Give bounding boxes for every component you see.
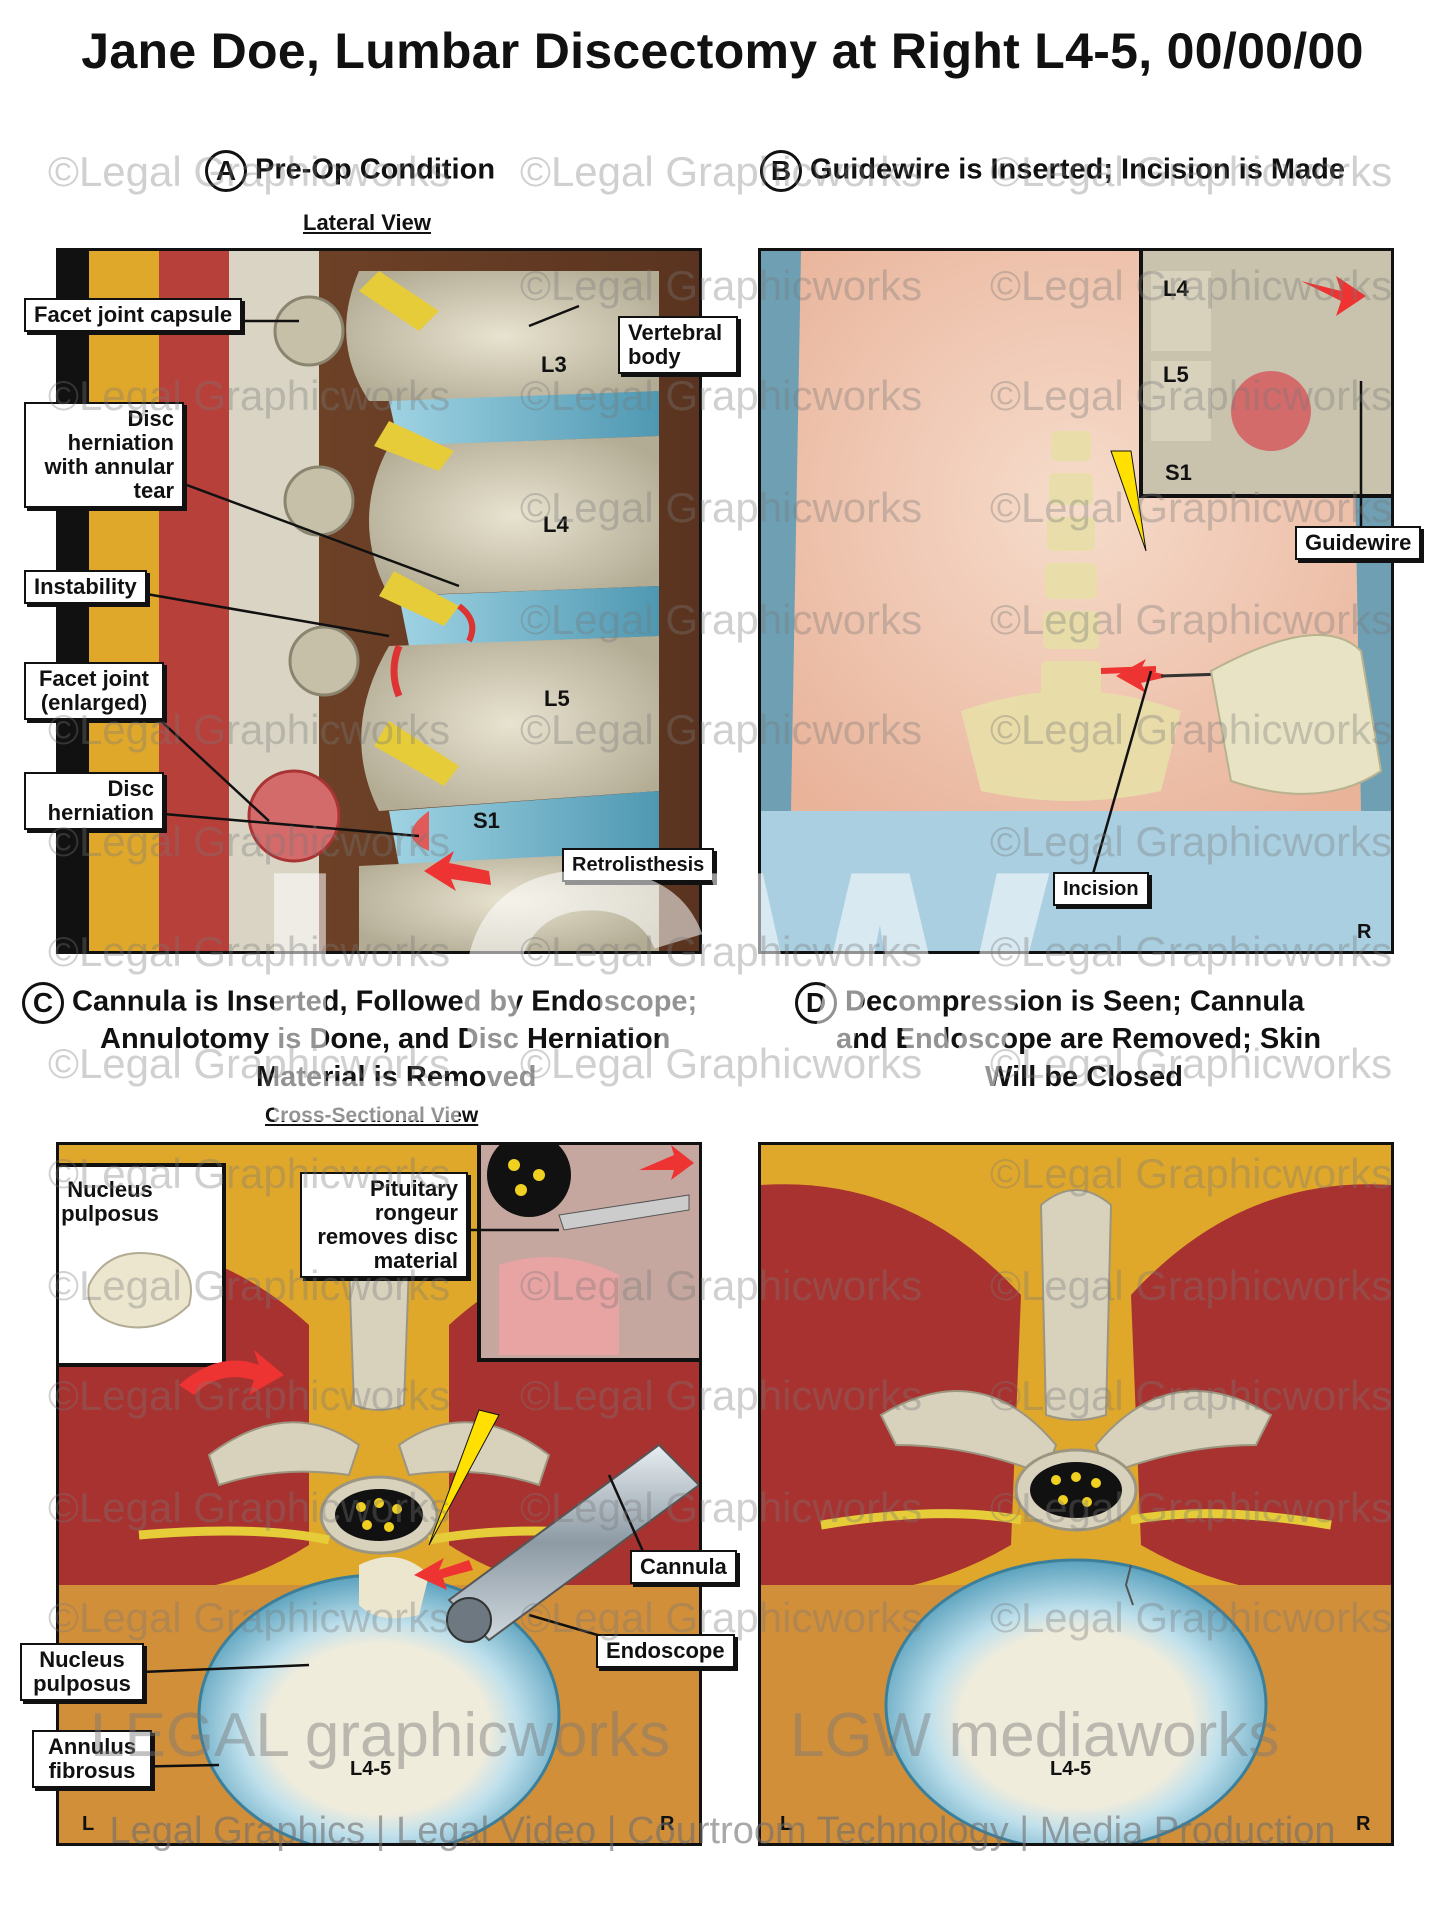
inset-pointer xyxy=(428,1409,500,1546)
retrolisthesis-arrow xyxy=(424,851,491,891)
muscle-right xyxy=(1131,1184,1391,1594)
panel-a-subheading: Lateral View xyxy=(303,210,431,235)
callout-rongeur: Pituitary rongeur removes disc material xyxy=(300,1172,468,1278)
callout-disc-herniation-annular: Disc herniation with annular tear xyxy=(24,402,184,508)
herniation-fragment xyxy=(359,1557,429,1619)
vertebra-l4 xyxy=(369,436,659,596)
panel-d-level: L4-5 xyxy=(1050,1758,1092,1780)
callout-disc-herniation: Disc herniation xyxy=(24,772,164,830)
annulotomy-site xyxy=(1124,1564,1134,1606)
brand-watermark-right: LGW mediaworks xyxy=(790,1701,1280,1770)
vertebra-cross-section xyxy=(207,1244,551,1555)
removal-arrow xyxy=(179,1350,284,1395)
panel-b-letter: B xyxy=(760,150,802,192)
panel-d-corner-l: L xyxy=(780,1813,793,1835)
callout-retrolisthesis: Retrolisthesis xyxy=(562,848,715,882)
panel-d-corner-r: R xyxy=(1356,1813,1371,1835)
inset-level-l4: L4 xyxy=(1163,276,1189,301)
disc-l5-s1 xyxy=(389,791,659,866)
page-title: Jane Doe, Lumbar Discectomy at Right L4-… xyxy=(81,23,1364,79)
inset-pointer xyxy=(1110,450,1147,552)
callout-nucleus: Nucleus pulposus xyxy=(20,1643,144,1701)
panel-c-subheading: Cross-Sectional View xyxy=(265,1104,479,1127)
inset-level-s1: S1 xyxy=(1165,460,1192,485)
panel-a-letter: A xyxy=(205,150,247,192)
cannula xyxy=(446,1443,699,1643)
nerve-roots xyxy=(820,1509,1332,1530)
nerve-roots xyxy=(359,271,459,786)
rongeur-inset xyxy=(477,1145,699,1362)
panel-b-illustration xyxy=(758,248,1394,954)
level-label-s1: S1 xyxy=(473,808,500,833)
panel-d-heading-3: Will be Closed xyxy=(985,1061,1183,1093)
spine-overlay xyxy=(961,431,1181,801)
level-label-l5: L5 xyxy=(544,686,570,711)
disc-l3-l4 xyxy=(389,391,659,446)
endoscope-arrow xyxy=(414,1558,473,1590)
panel-c-letter: C xyxy=(22,982,64,1024)
callout-guidewire: Guidewire xyxy=(1295,526,1422,560)
panel-c-level: L4-5 xyxy=(350,1758,392,1780)
muscle-left xyxy=(761,1184,1021,1594)
footer-services: Legal Graphics | Legal Video | Courtroom… xyxy=(109,1810,1336,1852)
facet-joints xyxy=(247,295,360,863)
callout-annulus: Annulus fibrosus xyxy=(32,1730,152,1788)
level-label-l4: L4 xyxy=(543,512,569,537)
panel-b-corner-r: R xyxy=(1357,921,1372,943)
panel-d-letter: D xyxy=(795,982,837,1024)
panel-a-illustration xyxy=(56,248,702,954)
disc-l4-l5 xyxy=(399,586,659,646)
gloved-hand xyxy=(1209,634,1383,795)
panel-c-heading-2: Annulotomy is Done, and Disc Herniation xyxy=(100,1023,671,1055)
callout-endoscope: Endoscope xyxy=(596,1634,735,1668)
herniation-bulge xyxy=(411,811,429,851)
callout-instability: Instability xyxy=(24,570,147,604)
panel-c-corner-r: R xyxy=(660,1813,675,1835)
disc-cross-section xyxy=(884,1558,1268,1843)
vertebra-cross-section xyxy=(879,1189,1273,1532)
callout-incision: Incision xyxy=(1053,872,1149,906)
callout-vertebral-body: Vertebral body xyxy=(618,316,738,374)
inset-box xyxy=(1139,251,1391,498)
panel-c-corner-l: L xyxy=(82,1813,95,1835)
callout-cannula: Cannula xyxy=(630,1550,737,1584)
nucleus-inset xyxy=(59,1163,226,1367)
annular-tear xyxy=(457,603,476,643)
panel-d-illustration xyxy=(758,1142,1394,1846)
guidewire-arrow xyxy=(1116,659,1171,693)
callout-nucleus-inset: Nucleus pulposus xyxy=(61,1177,159,1226)
level-label-l3: L3 xyxy=(541,352,567,377)
instability-mark xyxy=(390,644,403,698)
inset-level-l5: L5 xyxy=(1163,362,1189,387)
vertebra-l5 xyxy=(361,636,659,811)
panel-d-heading-2: and Endoscope are Removed; Skin xyxy=(836,1023,1322,1055)
brand-watermark-left: LEGAL graphicworks xyxy=(90,1701,671,1770)
callout-facet-capsule: Facet joint capsule xyxy=(24,298,243,332)
callout-facet-enlarged: Facet joint (enlarged) xyxy=(24,662,164,720)
panel-c-heading-3: Material is Removed xyxy=(256,1061,537,1093)
